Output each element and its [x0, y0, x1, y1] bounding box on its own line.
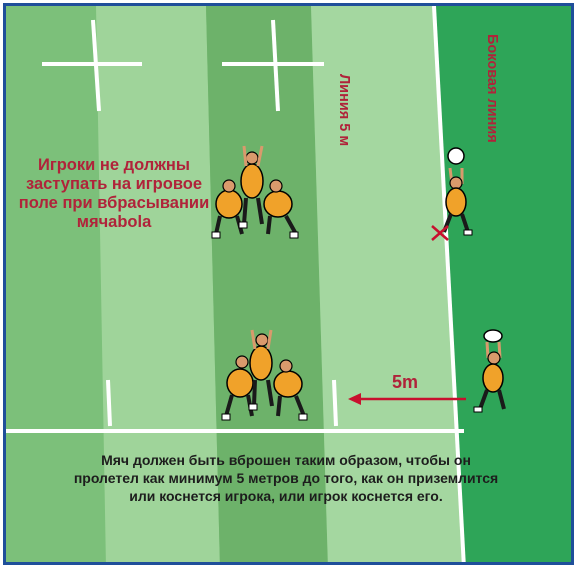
hash-line	[106, 379, 112, 427]
upper-lineout-group	[211, 145, 299, 239]
player-icon	[248, 329, 274, 411]
player-icon	[273, 359, 308, 421]
field-stripe	[96, 6, 220, 562]
lower-lineout-group	[221, 329, 308, 421]
player-icon	[211, 179, 244, 239]
thrower-lower	[473, 329, 506, 413]
distance-label: 5m	[392, 372, 419, 392]
rugby-field	[6, 6, 571, 562]
field-lines	[6, 6, 466, 562]
five-meter-line-label: Линия 5 м	[336, 74, 352, 147]
player-icon	[221, 355, 254, 421]
field-stripe	[6, 6, 106, 562]
instruction-label: Игроки не должны заступать на игровое по…	[18, 156, 210, 231]
ball-icon	[483, 329, 503, 343]
touchline-label: Боковая линия	[484, 34, 500, 143]
out-of-play-area	[434, 6, 571, 562]
field-stripe	[206, 6, 328, 562]
arrowhead-icon	[348, 393, 361, 405]
foul-cross-icon	[431, 225, 449, 241]
player-icon	[263, 179, 299, 239]
touchline	[432, 6, 466, 562]
player-icon	[238, 145, 264, 229]
rule-note: Мяч должен быть вброшен таким образом, ч…	[73, 452, 499, 504]
field-stripe	[311, 6, 464, 562]
ball-icon	[447, 147, 465, 165]
lineout-diagram: Игроки не должны заступать на игровое по…	[3, 3, 574, 565]
thrower-upper	[431, 147, 473, 241]
hash-line	[332, 379, 338, 427]
